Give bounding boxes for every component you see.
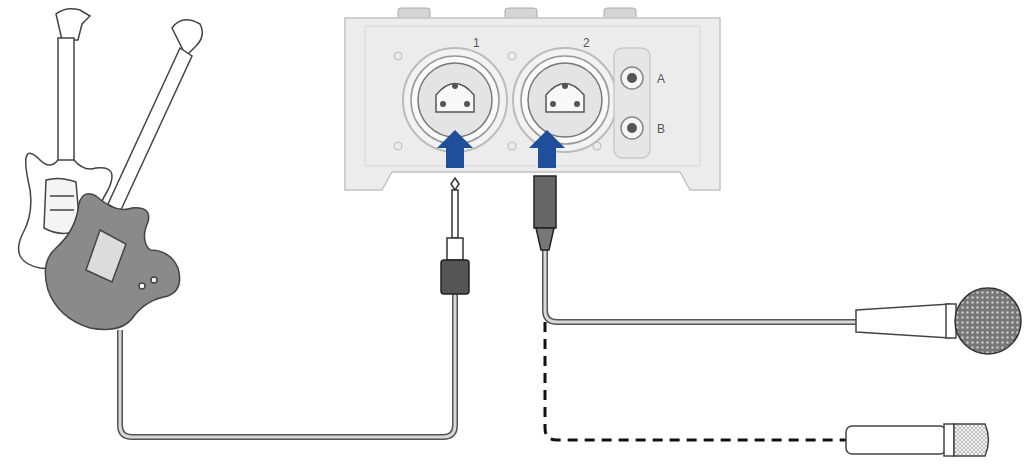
condenser-microphone [846,424,989,456]
output-letter: B [655,122,667,136]
phone-plug [441,178,469,294]
xlr-plug [534,176,556,250]
bass-guitar [45,20,202,330]
insert-arrow [437,130,565,168]
mic-cable [545,250,858,322]
dynamic-microphone [856,288,1021,354]
audio-interface [345,8,720,190]
output-letter: A [655,72,667,86]
input-number: 1 [471,36,482,50]
alt-mic-cable [545,322,846,440]
input-number: 2 [581,36,592,50]
guitar-cable [120,292,455,437]
